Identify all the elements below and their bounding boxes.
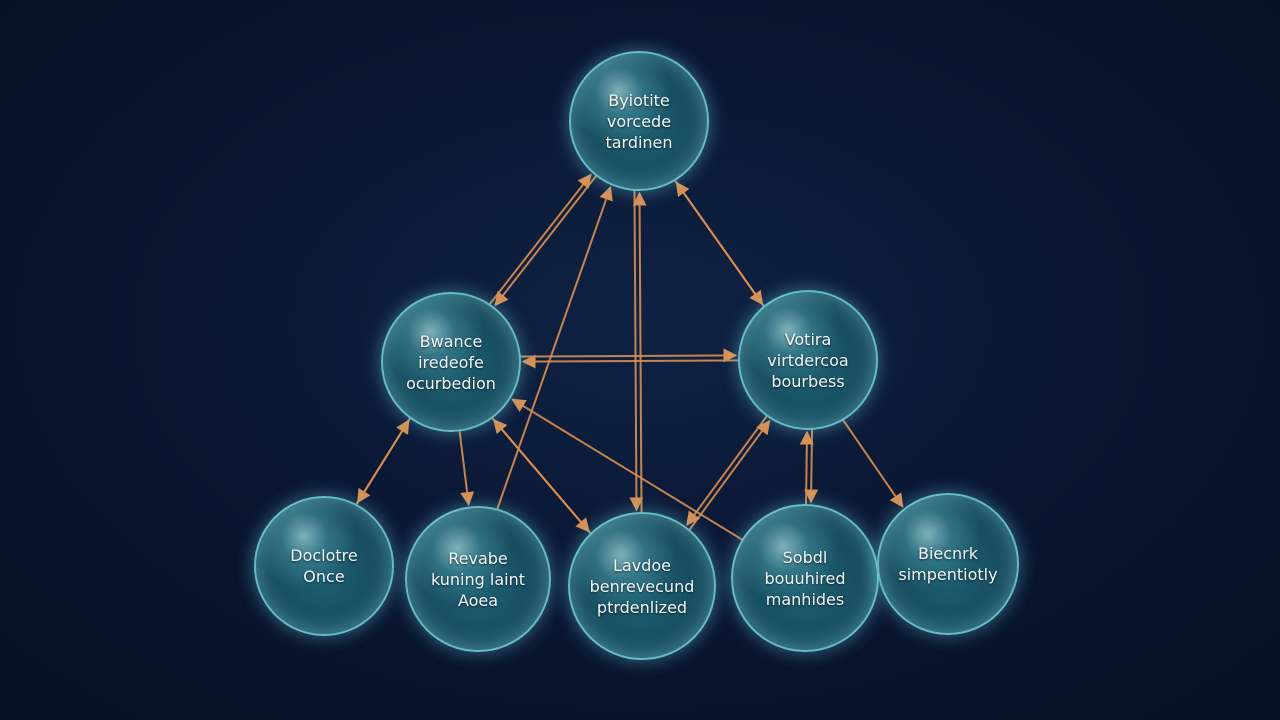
node-bottom-2[interactable]: Revabe kuning laint Aoea xyxy=(405,506,551,652)
node-bottom-5-label: Biecnrk simpentiotly xyxy=(898,544,998,584)
node-bottom-3[interactable]: Lavdoe benrevecund ptrdenlized xyxy=(568,512,716,660)
node-bottom-1[interactable]: Doclotre Once xyxy=(254,496,394,636)
node-bottom-4[interactable]: Sobdl bouuhired manhides xyxy=(731,504,879,652)
edge-top-to-b3 xyxy=(629,131,644,512)
edge-b2-to-top xyxy=(475,185,613,568)
node-bottom-1-label: Doclotre Once xyxy=(290,546,358,586)
node-top[interactable]: Byiotite vorcede tardinen xyxy=(569,51,709,191)
node-middle-left[interactable]: Bwance iredeofe ocurbedion xyxy=(381,292,521,432)
node-middle-right[interactable]: Votira virtdercoa bourbess xyxy=(738,290,878,430)
node-middle-right-label: Votira virtdercoa bourbess xyxy=(767,329,849,391)
node-middle-left-label: Bwance iredeofe ocurbedion xyxy=(406,331,496,393)
node-bottom-3-label: Lavdoe benrevecund ptrdenlized xyxy=(589,555,695,617)
node-bottom-4-label: Sobdl bouuhired manhides xyxy=(764,547,846,609)
node-bottom-2-label: Revabe kuning laint Aoea xyxy=(431,548,525,610)
node-bottom-5[interactable]: Biecnrk simpentiotly xyxy=(877,493,1019,635)
node-top-label: Byiotite vorcede tardinen xyxy=(605,90,673,152)
